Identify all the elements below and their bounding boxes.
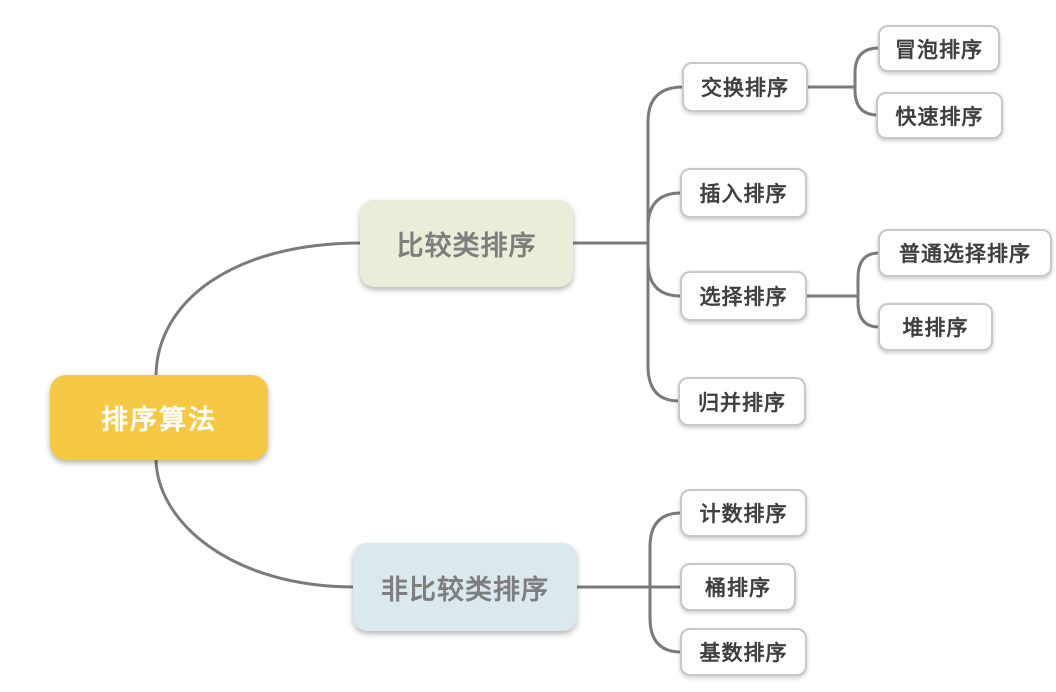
node-exchange-sort[interactable]: 交换排序 xyxy=(682,62,808,112)
connector-to-counting-sort xyxy=(648,511,683,589)
connector-to-merge-sort xyxy=(646,241,681,403)
connector-to-bubble-sort xyxy=(853,46,881,89)
connector-to-radix-sort xyxy=(648,585,683,654)
node-insertion-sort[interactable]: 插入排序 xyxy=(680,168,807,218)
node-radix-sort[interactable]: 基数排序 xyxy=(680,628,807,676)
connector-to-heap-sort xyxy=(856,294,881,329)
connector-to-quick-sort xyxy=(853,85,880,117)
node-bubble-sort[interactable]: 冒泡排序 xyxy=(878,25,1000,72)
connector-to-simple-selection-sort xyxy=(856,251,881,298)
branch-node-non-comparison-sort[interactable]: 非比较类排序 xyxy=(353,543,577,631)
node-quick-sort[interactable]: 快速排序 xyxy=(876,92,1003,139)
node-bucket-sort[interactable]: 桶排序 xyxy=(680,563,796,611)
node-simple-selection-sort[interactable]: 普通选择排序 xyxy=(878,229,1052,277)
node-counting-sort[interactable]: 计数排序 xyxy=(680,489,807,537)
connector-root-to-comparison xyxy=(154,241,363,379)
root-node-sorting-algorithms[interactable]: 排序算法 xyxy=(50,375,268,460)
node-selection-sort[interactable]: 选择排序 xyxy=(680,271,807,321)
connector-to-exchange-sort xyxy=(646,85,685,245)
node-merge-sort[interactable]: 归并排序 xyxy=(678,377,806,426)
node-heap-sort[interactable]: 堆排序 xyxy=(878,303,993,351)
connector-to-insertion-sort xyxy=(646,191,683,245)
connector-root-to-non-comparison xyxy=(154,456,356,589)
connector-to-selection-sort xyxy=(646,241,683,298)
branch-node-comparison-sort[interactable]: 比较类排序 xyxy=(360,200,573,287)
